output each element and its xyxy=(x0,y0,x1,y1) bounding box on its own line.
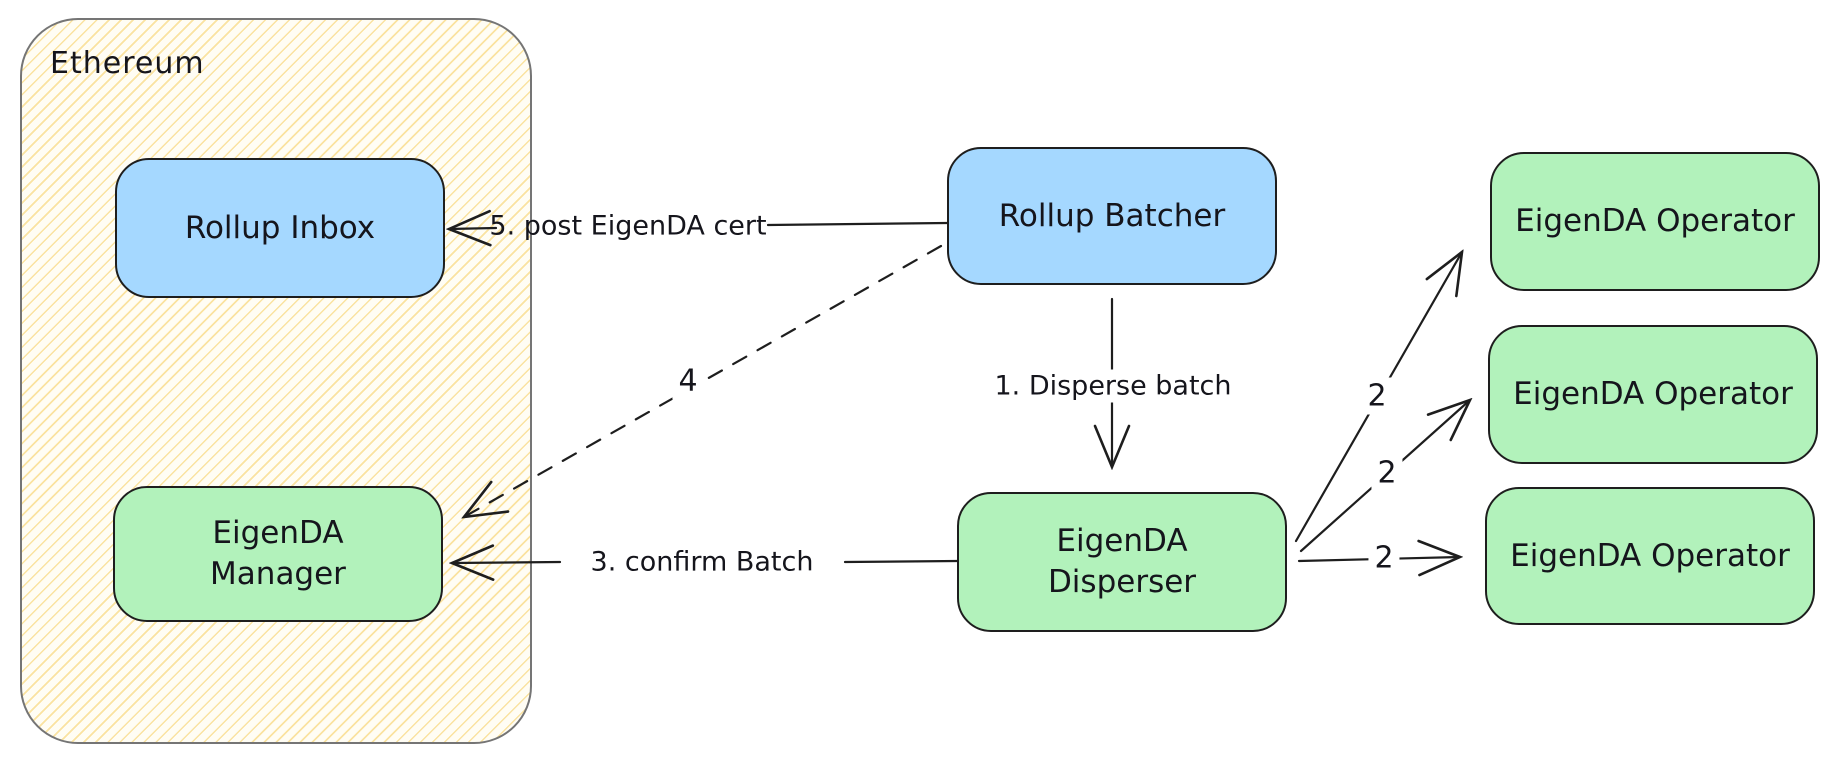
edge-label-2-operator-2: 2 xyxy=(1371,454,1403,492)
ethereum-group-label: Ethereum xyxy=(50,46,205,81)
edge-label-2-operator-1: 2 xyxy=(1361,377,1393,415)
edge-label-post-cert: 5. post EigenDA cert xyxy=(489,210,767,242)
arrow-3-confirm-batch-right-segment xyxy=(843,559,959,564)
edge-label-confirm-batch: 3. confirm Batch xyxy=(590,546,814,578)
node-rollup-inbox: Rollup Inbox xyxy=(115,158,445,298)
edge-label-step-4: 4 xyxy=(672,362,704,400)
node-eigenda-operator-1: EigenDA Operator xyxy=(1490,152,1820,291)
node-rollup-batcher-label: Rollup Batcher xyxy=(998,197,1226,234)
node-eigenda-operator-1-label: EigenDA Operator xyxy=(1515,203,1795,240)
node-eigenda-manager-label: EigenDA Manager xyxy=(210,515,346,592)
node-eigenda-manager: EigenDA Manager xyxy=(113,486,443,622)
edge-label-disperse-batch: 1. Disperse batch xyxy=(988,369,1238,403)
arrow-5-post-cert-right-segment xyxy=(766,221,949,227)
node-rollup-batcher: Rollup Batcher xyxy=(947,147,1277,285)
ethereum-group-box xyxy=(20,18,532,744)
node-eigenda-operator-3-label: EigenDA Operator xyxy=(1510,537,1790,574)
node-rollup-inbox-label: Rollup Inbox xyxy=(184,209,376,246)
node-eigenda-disperser: EigenDA Disperser xyxy=(957,492,1287,632)
edge-label-2-operator-3: 2 xyxy=(1368,539,1400,577)
node-eigenda-operator-2: EigenDA Operator xyxy=(1488,325,1818,464)
node-eigenda-disperser-label: EigenDA Disperser xyxy=(1047,523,1197,600)
node-eigenda-operator-2-label: EigenDA Operator xyxy=(1513,376,1793,413)
node-eigenda-operator-3: EigenDA Operator xyxy=(1485,487,1815,625)
